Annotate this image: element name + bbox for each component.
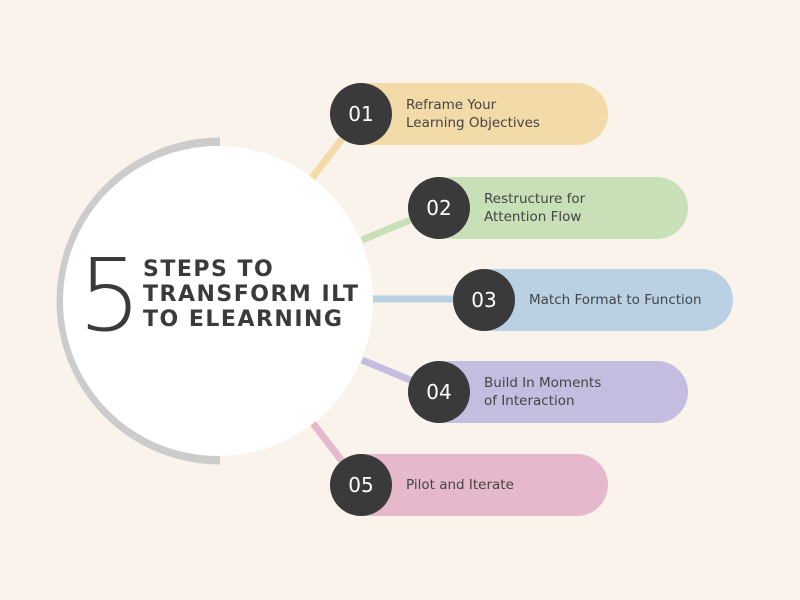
step-label-line: Pilot and Iterate: [406, 477, 514, 493]
step-number-badge: 04: [408, 361, 470, 423]
step-label-line: Match Format to Function: [529, 292, 702, 308]
step-label-line: Attention Flow: [484, 209, 582, 225]
step-label-line: Build In Moments: [484, 375, 602, 391]
title-line: TRANSFORM ILT: [143, 282, 360, 307]
step-number-badge: 05: [330, 454, 392, 516]
connector-1: [309, 132, 348, 181]
connector-5: [309, 419, 348, 468]
step-number-badge: 01: [330, 83, 392, 145]
step-label: Match Format to Function: [529, 291, 702, 309]
step-label-line: Restructure for: [484, 191, 586, 207]
step-number-badge: 02: [408, 177, 470, 239]
gray-arc: [56, 137, 221, 465]
step-label-line: Learning Objectives: [406, 115, 540, 131]
title-line: TO ELEARNING: [143, 307, 344, 332]
title-circle: [63, 146, 373, 456]
step-5: 05 Pilot and Iterate: [330, 454, 608, 516]
title-text: STEPS TO TRANSFORM ILT TO ELEARNING: [143, 257, 360, 332]
step-label-line: Reframe Your: [406, 97, 497, 113]
step-label: Pilot and Iterate: [406, 476, 514, 494]
connector-4: [360, 356, 417, 386]
step-4: 04 Build In Moments of Interaction: [408, 361, 688, 423]
connector-2: [360, 214, 417, 244]
title-number: 5: [78, 237, 142, 354]
step-label-line: of Interaction: [484, 393, 575, 409]
step-3: 03 Match Format to Function: [453, 269, 733, 331]
title-line: STEPS TO: [143, 257, 275, 282]
step-label: Build In Moments of Interaction: [484, 374, 601, 410]
step-number-badge: 03: [453, 269, 515, 331]
